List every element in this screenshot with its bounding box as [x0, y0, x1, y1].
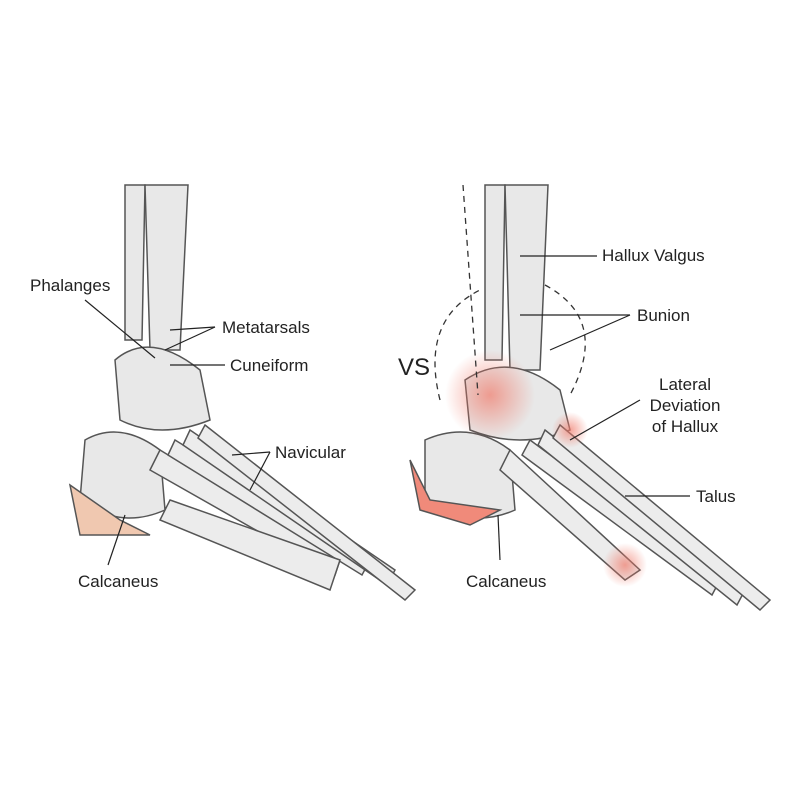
label-calcaneus-left: Calcaneus — [78, 572, 159, 591]
label-line-1: Lateral — [659, 375, 711, 394]
label-hallux-valgus: Hallux Valgus — [602, 246, 705, 265]
label-calcaneus-right: Calcaneus — [466, 572, 547, 591]
label-navicular: Navicular — [275, 443, 346, 462]
label-line-2: Deviation — [649, 396, 721, 415]
label-lateral-deviation: Lateral Deviation of Hallux — [640, 374, 730, 437]
right-foot — [409, 184, 772, 612]
label-cuneiform: Cuneiform — [230, 356, 309, 375]
vs-label: VS — [398, 354, 431, 381]
label-talus: Talus — [696, 487, 736, 506]
label-metatarsals: Metatarsals — [222, 318, 310, 337]
left-foot — [68, 184, 417, 601]
label-phalanges: Phalanges — [30, 276, 111, 295]
dashed-guides — [434, 184, 586, 401]
label-bunion: Bunion — [637, 306, 690, 325]
label-line-3: of Hallux — [651, 417, 719, 436]
pointer-lines — [84, 255, 690, 566]
